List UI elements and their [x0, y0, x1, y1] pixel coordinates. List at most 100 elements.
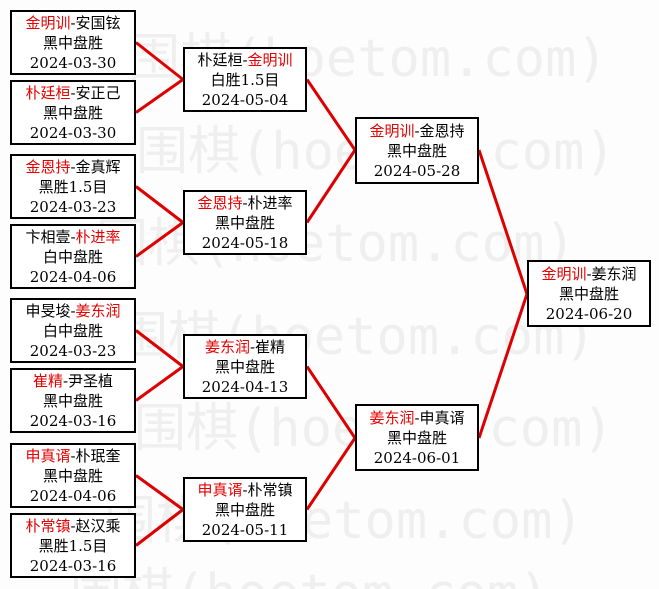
match-result: 黑中盘胜 — [42, 391, 103, 410]
match-box-r1m6: 崔精-尹圣植 黑中盘胜 2024-03-16 — [10, 368, 136, 433]
match-players: 朴廷桓-金明训 — [185, 50, 305, 70]
connector-line — [135, 329, 184, 368]
match-players: 崔精-尹圣植 — [12, 371, 134, 391]
separator: - — [70, 157, 76, 176]
player-name: 申旻埈 — [25, 301, 71, 320]
match-box-r1m2: 朴廷桓-安正己 黑中盘胜 2024-03-30 — [10, 80, 136, 145]
match-box-sf2: 姜东润-申真谞 黑中盘胜 2024-06-01 — [355, 404, 479, 471]
match-players: 金明训-安国铉 — [12, 13, 134, 33]
watermark-text: 围棋(hoetom.com) — [70, 568, 550, 589]
player-name: 崔精 — [255, 337, 286, 356]
match-box-r2m1: 朴廷桓-金明训 白胜1.5目 2024-05-04 — [183, 47, 307, 112]
player-name: 尹圣植 — [68, 371, 114, 390]
connector-line — [135, 185, 184, 224]
connector-line — [305, 437, 357, 511]
connector-line — [305, 78, 357, 151]
winner-name: 金恩持 — [25, 157, 71, 176]
match-players: 朴廷桓-安正己 — [12, 83, 134, 103]
match-players: 姜东润-申真谞 — [357, 408, 477, 428]
match-result: 黑中盘胜 — [42, 103, 103, 122]
player-name: 金恩持 — [419, 121, 465, 140]
separator: - — [414, 408, 420, 427]
separator: - — [242, 193, 248, 212]
player-name: 赵汉乘 — [75, 516, 121, 535]
winner-name: 朴进率 — [75, 227, 121, 246]
connector-line — [135, 41, 184, 81]
match-date: 2024-03-23 — [29, 197, 117, 216]
winner-name: 金明训 — [541, 264, 587, 283]
match-date: 2024-03-30 — [29, 123, 117, 142]
match-box-r1m4: 卞相壹-朴进率 白中盘胜 2024-04-06 — [10, 224, 136, 289]
match-players: 申真谞-朴常镇 — [185, 480, 305, 500]
match-date: 2024-06-01 — [373, 448, 461, 467]
match-date: 2024-05-28 — [373, 161, 461, 180]
match-players: 金恩持-金真辉 — [12, 157, 134, 177]
match-box-r2m3: 姜东润-崔精 黑中盘胜 2024-04-13 — [183, 334, 307, 399]
connector-line — [135, 221, 184, 258]
separator: - — [586, 264, 592, 283]
winner-name: 姜东润 — [369, 408, 415, 427]
match-box-r1m1: 金明训-安国铉 黑中盘胜 2024-03-30 — [10, 10, 136, 75]
match-date: 2024-03-23 — [29, 341, 117, 360]
match-box-r2m2: 金恩持-朴进率 黑中盘胜 2024-05-18 — [183, 190, 307, 255]
match-result: 黑中盘胜 — [558, 284, 619, 303]
match-result: 黑中盘胜 — [42, 466, 103, 485]
player-name: 姜东润 — [591, 264, 637, 283]
match-date: 2024-06-20 — [545, 304, 633, 323]
match-box-r1m8: 朴常镇-赵汉乘 黑胜1.5目 2024-03-16 — [10, 513, 136, 578]
match-result: 白胜1.5目 — [210, 70, 280, 89]
player-name: 安国铉 — [75, 13, 121, 32]
separator: - — [70, 446, 76, 465]
winner-name: 申真谞 — [197, 480, 243, 499]
match-date: 2024-04-06 — [29, 267, 117, 286]
player-name: 朴常镇 — [247, 480, 293, 499]
player-name: 安正己 — [75, 83, 121, 102]
match-players: 朴常镇-赵汉乘 — [12, 516, 134, 536]
match-players: 卞相壹-朴进率 — [12, 227, 134, 247]
player-name: 金真辉 — [75, 157, 121, 176]
winner-name: 朴廷桓 — [25, 83, 71, 102]
separator: - — [70, 301, 76, 320]
match-box-r1m3: 金恩持-金真辉 黑胜1.5目 2024-03-23 — [10, 154, 136, 219]
connector-line — [135, 365, 184, 402]
match-players: 金恩持-朴进率 — [185, 193, 305, 213]
match-date: 2024-03-16 — [29, 411, 117, 430]
match-box-r2m4: 申真谞-朴常镇 黑中盘胜 2024-05-11 — [183, 477, 307, 542]
match-players: 姜东润-崔精 — [185, 337, 305, 357]
player-name: 卞相壹 — [25, 227, 71, 246]
connector-line — [477, 149, 529, 295]
match-players: 申真谞-朴珉奎 — [12, 446, 134, 466]
connector-line — [135, 508, 184, 547]
connector-line — [305, 365, 357, 439]
connector-line — [305, 149, 357, 224]
match-date: 2024-03-30 — [29, 53, 117, 72]
match-result: 白中盘胜 — [42, 321, 103, 340]
player-name: 朴廷桓 — [197, 50, 243, 69]
match-result: 白中盘胜 — [42, 247, 103, 266]
match-result: 黑中盘胜 — [214, 213, 275, 232]
player-name: 朴珉奎 — [75, 446, 121, 465]
match-result: 黑中盘胜 — [214, 357, 275, 376]
separator: - — [70, 13, 76, 32]
match-box-r1m7: 申真谞-朴珉奎 黑中盘胜 2024-04-06 — [10, 443, 136, 508]
winner-name: 金明训 — [369, 121, 415, 140]
connector-line — [135, 474, 184, 511]
separator: - — [70, 227, 76, 246]
match-players: 金明训-姜东润 — [529, 264, 649, 284]
match-date: 2024-04-06 — [29, 486, 117, 505]
separator: - — [414, 121, 420, 140]
player-name: 申真谞 — [419, 408, 465, 427]
match-players: 金明训-金恩持 — [357, 121, 477, 141]
match-box-r1m5: 申旻埈-姜东润 白中盘胜 2024-03-23 — [10, 298, 136, 363]
match-result: 黑中盘胜 — [386, 141, 447, 160]
match-result: 黑中盘胜 — [214, 500, 275, 519]
winner-name: 姜东润 — [75, 301, 121, 320]
match-result: 黑中盘胜 — [42, 33, 103, 52]
player-name: 朴进率 — [247, 193, 293, 212]
winner-name: 姜东润 — [204, 337, 250, 356]
match-players: 申旻埈-姜东润 — [12, 301, 134, 321]
match-box-sf1: 金明训-金恩持 黑中盘胜 2024-05-28 — [355, 117, 479, 184]
winner-name: 朴常镇 — [25, 516, 71, 535]
